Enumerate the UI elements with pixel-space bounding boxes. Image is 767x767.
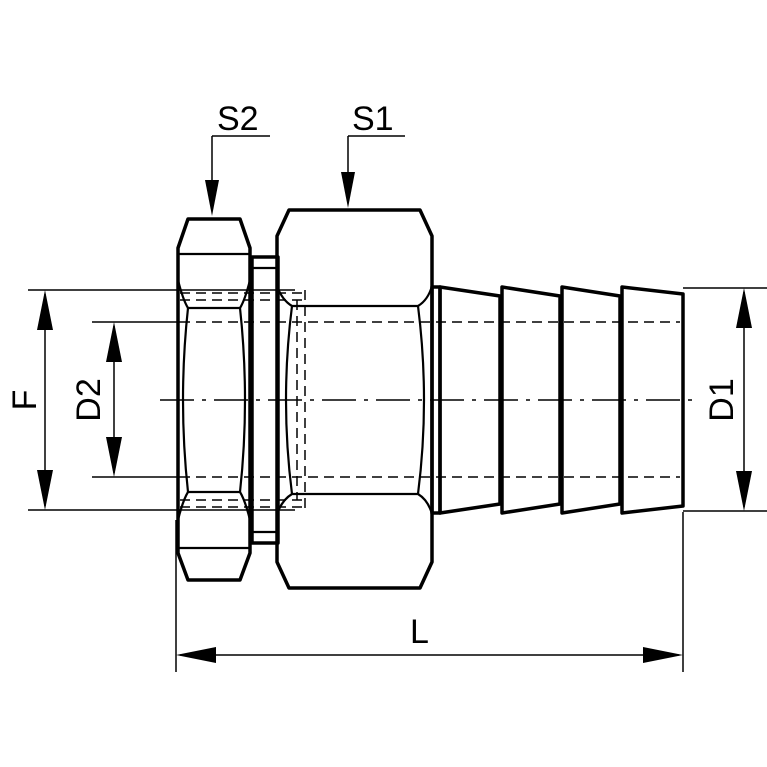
dimension-label-f: F [6,390,44,411]
hose-barb [430,285,685,515]
leader-label-s2: S2 [217,100,259,138]
dimension-l: L [175,512,684,672]
hex-nut-large [275,208,434,590]
dimension-label-l: L [410,613,429,651]
leader-label-s1: S1 [352,100,394,138]
dimension-label-d1: D1 [703,378,741,421]
dimension-d2: D2 [70,321,180,478]
hex-nut-small [176,217,252,582]
leader-s2: S2 [205,100,270,216]
dimension-label-d2: D2 [70,378,108,421]
leader-s1: S1 [341,100,405,208]
dimension-d1: D1 [683,287,767,512]
